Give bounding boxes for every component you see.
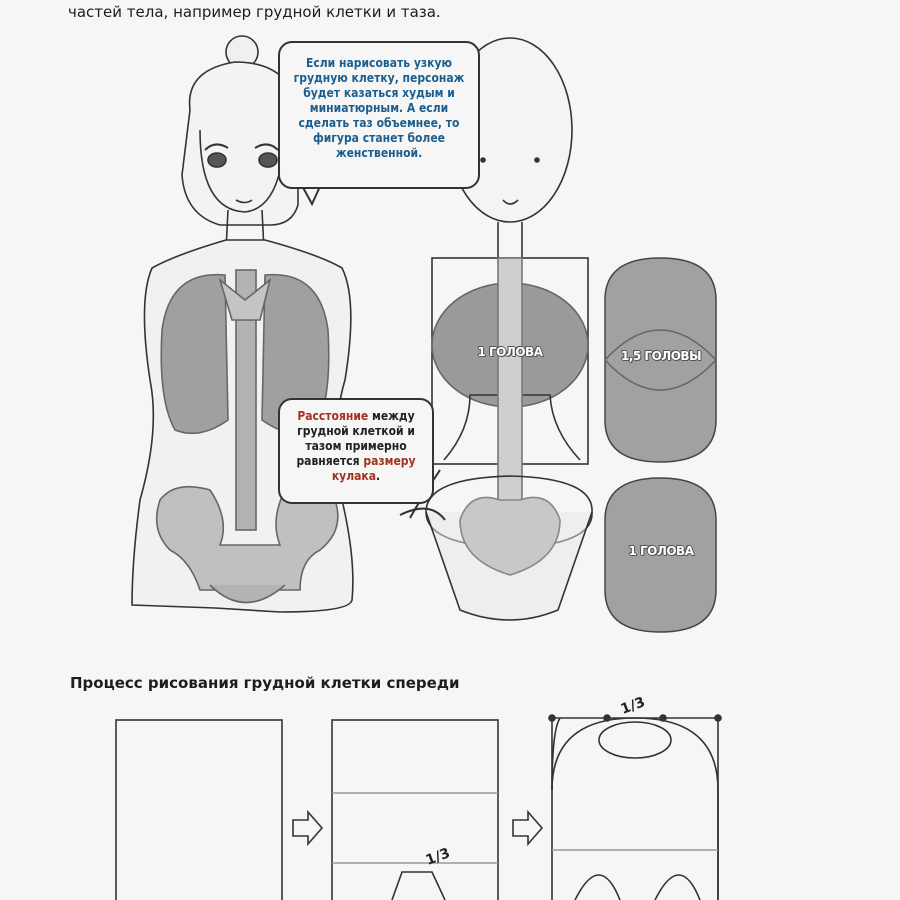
callout-distance-tip: Расстояние между грудной клеткой и тазом… — [278, 398, 434, 504]
callout-period: . — [376, 469, 381, 483]
side-shape-lower — [604, 477, 717, 633]
callout-text-body: между грудной клеткой и тазом примерно р… — [296, 409, 415, 468]
callout-highlight-distance: Расстояние — [297, 409, 369, 423]
arrow-right-icon — [292, 809, 324, 847]
step-2-box — [331, 719, 499, 900]
character-head — [181, 35, 299, 251]
callout-ribcage-tip: Если нарисовать узкую грудную клетку, пе… — [278, 41, 480, 189]
callout-highlight-fist: размеру кулака — [331, 454, 416, 483]
process-steps — [115, 714, 722, 900]
side-shape-upper — [604, 257, 717, 463]
section-title: Процесс рисования грудной клетки спереди — [70, 674, 460, 692]
callout-distance-text: Расстояние между грудной клеткой и тазом… — [284, 409, 428, 484]
arrow-right-icon — [512, 809, 544, 847]
step-3-shape — [551, 717, 719, 900]
label-side-upper: 1,5 ГОЛОВЫ — [620, 349, 702, 363]
step-1-box — [115, 719, 283, 900]
label-rib-box: 1 ГОЛОВА — [477, 345, 543, 359]
intro-text: частей тела, например грудной клетки и т… — [68, 3, 441, 21]
label-side-lower: 1 ГОЛОВА — [628, 544, 694, 558]
callout-ribcage-text: Если нарисовать узкую грудную клетку, пе… — [293, 56, 465, 160]
